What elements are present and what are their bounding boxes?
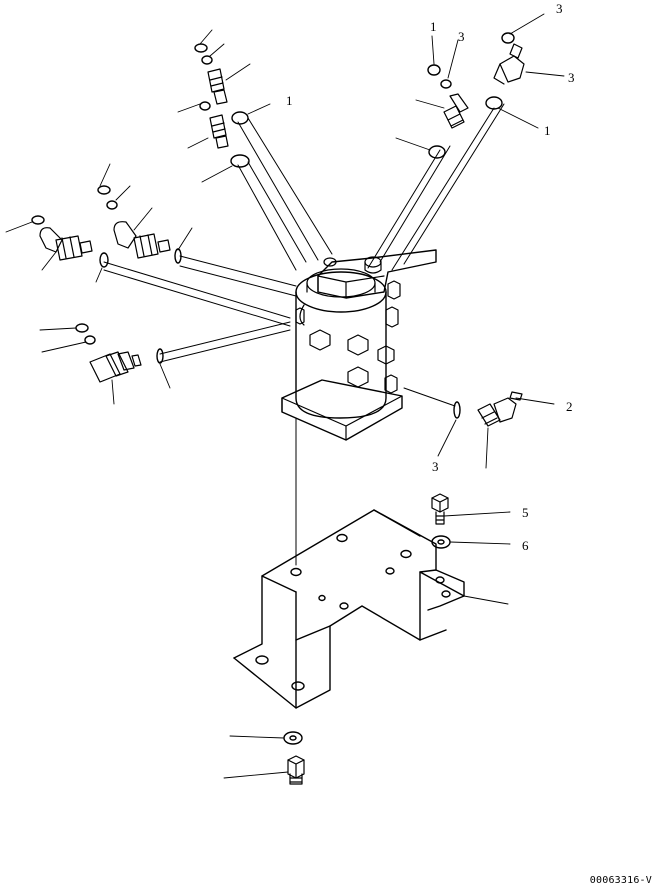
bolts (287, 493, 449, 785)
callout-6: 6 (522, 538, 529, 553)
callout-1: 1 (544, 123, 551, 138)
callout-3: 3 (568, 70, 575, 85)
callout-1: 1 (286, 93, 293, 108)
callout-3: 3 (432, 459, 439, 474)
hose-fittings (39, 43, 525, 427)
drawing-id-label: 00063316-V (589, 875, 652, 886)
callout-3: 3 (458, 29, 465, 44)
callout-5: 5 (522, 505, 529, 520)
mounting-bracket (233, 509, 465, 709)
callout-2: 2 (566, 399, 573, 414)
hose-lines (103, 103, 505, 566)
callout-1: 1 (430, 19, 437, 34)
callout-3: 3 (556, 1, 563, 16)
callout-leaders (5, 13, 565, 779)
o-rings (31, 32, 515, 745)
swivel-joint-body (281, 249, 437, 441)
